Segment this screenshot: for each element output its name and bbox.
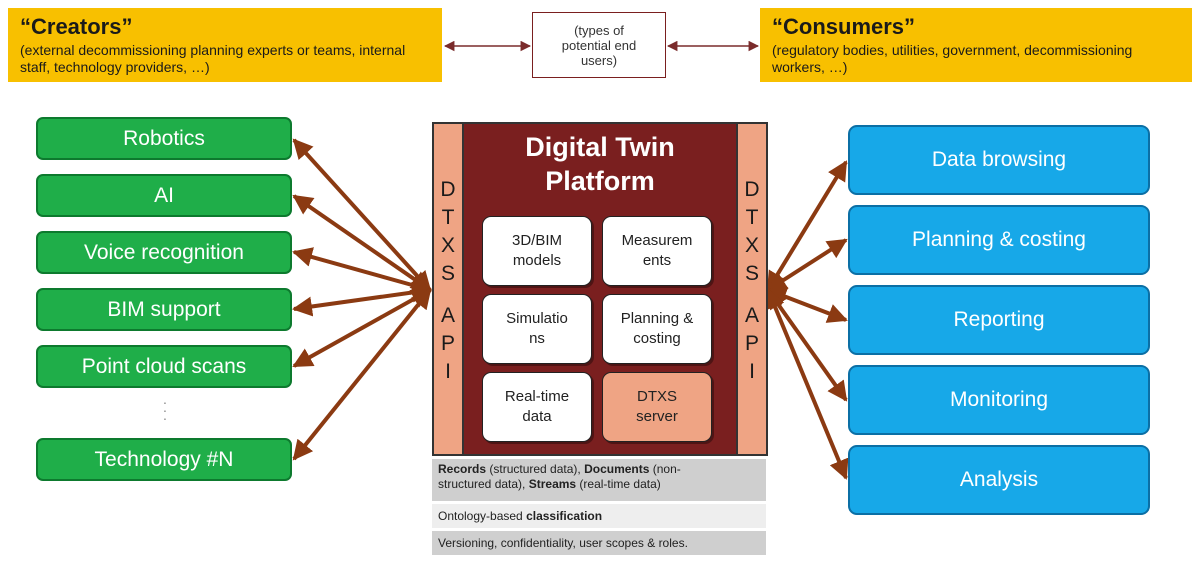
api-letter: A xyxy=(744,304,759,327)
consumers-title: “Consumers” xyxy=(772,14,916,39)
arrow-robotics xyxy=(292,138,432,292)
records-label: Records xyxy=(438,462,487,476)
note-line1: (types of xyxy=(574,22,624,38)
platform-title-line1: Digital Twin xyxy=(525,132,675,162)
more-technologies-ellipsis: · · · xyxy=(162,394,168,426)
creator-robotics: Robotics xyxy=(36,117,292,160)
consumer-reporting: Reporting xyxy=(848,285,1150,355)
api-letter: A xyxy=(440,304,455,327)
consumer-monitoring: Monitoring xyxy=(848,365,1150,435)
api-letter: S xyxy=(440,262,455,285)
creator-bim-support: BIM support xyxy=(36,288,292,331)
api-letter: D xyxy=(440,178,456,201)
feature-band-versioning: Versioning, confidentiality, user scopes… xyxy=(432,531,766,555)
creators-title: “Creators” xyxy=(20,14,133,39)
feature-band-classification: Ontology-based classification xyxy=(432,504,766,528)
api-letter: S xyxy=(744,262,759,285)
platform-title-line2: Platform xyxy=(545,166,655,196)
api-letter: P xyxy=(440,332,455,355)
consumers-banner: “Consumers” (regulatory bodies, utilitie… xyxy=(760,8,1192,82)
arrow-technology-n xyxy=(292,288,432,461)
consumers-desc-line1: (regulatory bodies, utilities, governmen… xyxy=(772,42,1133,58)
arrow-voice xyxy=(292,247,432,295)
creator-voice-recognition: Voice recognition xyxy=(36,231,292,274)
documents-label: Documents xyxy=(584,462,650,476)
arrow-data-browsing xyxy=(766,160,848,292)
creators-desc-line2: staff, technology providers, …) xyxy=(20,59,210,75)
creators-desc-line1: (external decommissioning planning exper… xyxy=(20,42,406,58)
feature-band-data-types: Records (structured data), Documents (no… xyxy=(432,459,766,501)
note-line2: potential end xyxy=(561,37,637,53)
api-letter: T xyxy=(441,206,455,229)
note-line3: users) xyxy=(580,52,618,68)
api-letter: I xyxy=(445,360,451,383)
end-users-note: (types of potential end users) xyxy=(532,12,666,78)
api-column-right: D T X S A P I xyxy=(738,176,766,386)
api-letter: X xyxy=(440,234,455,257)
api-letter: X xyxy=(744,234,759,257)
streams-label: Streams xyxy=(528,477,577,491)
creator-technology-n: Technology #N xyxy=(36,438,292,481)
consumers-desc-line2: workers, …) xyxy=(772,59,848,75)
api-column-left: D T X S A P I xyxy=(434,176,462,386)
consumer-analysis: Analysis xyxy=(848,445,1150,515)
api-letter: P xyxy=(744,332,759,355)
creators-desc: (external decommissioning planning exper… xyxy=(20,42,430,76)
classification-label: classification xyxy=(526,509,603,523)
creators-banner: “Creators” (external decommissioning pla… xyxy=(8,8,442,82)
module-planning-costing: Planning &costing xyxy=(602,294,712,364)
arrow-analysis xyxy=(765,288,849,480)
arrow-ai xyxy=(292,194,432,292)
consumer-planning-costing: Planning & costing xyxy=(848,205,1150,275)
api-letter: T xyxy=(745,206,759,229)
platform-title: Digital Twin Platform xyxy=(462,130,738,198)
consumer-data-browsing: Data browsing xyxy=(848,125,1150,195)
arrow-planning-costing xyxy=(766,238,848,292)
creator-point-cloud-scans: Point cloud scans xyxy=(36,345,292,388)
api-letter: I xyxy=(749,360,755,383)
creator-ai: AI xyxy=(36,174,292,217)
api-letter: D xyxy=(744,178,760,201)
consumers-desc: (regulatory bodies, utilities, governmen… xyxy=(772,42,1180,76)
